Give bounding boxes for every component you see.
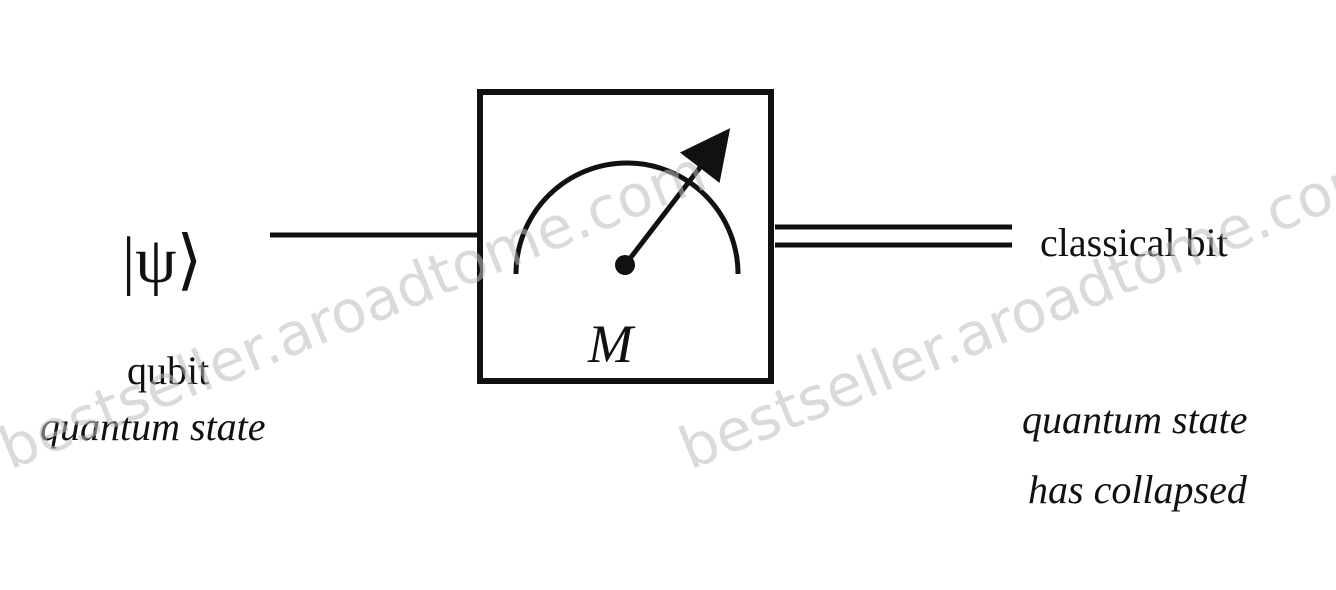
meter-needle-arrow <box>623 128 731 267</box>
input-label-quantum-state: quantum state <box>40 404 266 449</box>
input-state-ket: |ψ⟩ <box>122 224 202 297</box>
meter-dial-arc <box>513 160 741 275</box>
meter-pivot-dot <box>615 255 635 275</box>
measurement-box <box>477 89 774 384</box>
output-note-line2: has collapsed <box>1028 467 1248 512</box>
output-label: classical bit <box>1040 220 1228 265</box>
watermark-left: bestseller.aroadtome.com <box>0 137 715 483</box>
input-label-qubit: qubit <box>127 348 209 393</box>
meter-label: M <box>587 314 636 374</box>
output-note-line1: quantum state <box>1022 397 1248 442</box>
